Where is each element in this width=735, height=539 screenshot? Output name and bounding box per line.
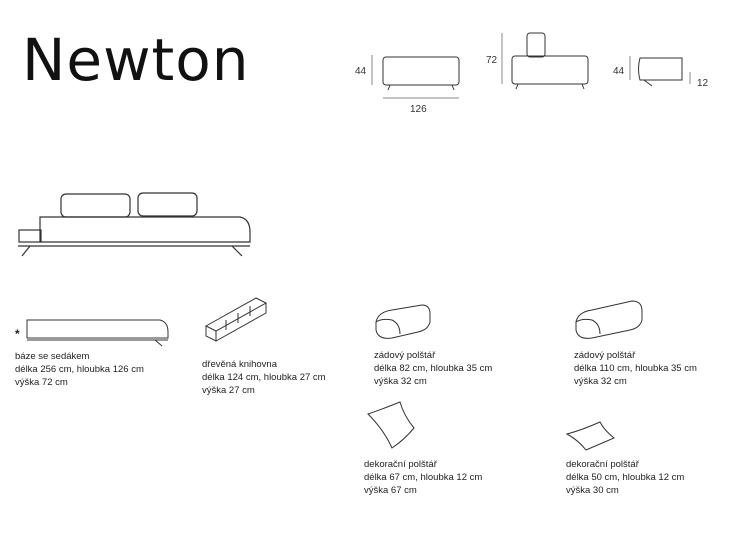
item-height: výška 72 cm [15, 377, 68, 388]
item-wooden-bookcase: dřevěná knihovna délka 124 cm, hloubka 2… [202, 358, 326, 397]
item-name: báze se sedákem [15, 351, 90, 362]
back-height-label: 72 [486, 55, 498, 66]
side-view-drawing [629, 56, 691, 87]
item-decorative-pillow-large: dekorační polštář délka 67 cm, hloubka 1… [364, 458, 482, 497]
item-height: výška 30 cm [566, 485, 619, 496]
decorative-pillow-small-drawing [565, 421, 615, 451]
item-back-cushion-small: zádový polštář délka 82 cm, hloubka 35 c… [374, 349, 492, 388]
side-base-label: 12 [697, 78, 709, 89]
item-name: zádový polštář [374, 350, 436, 361]
item-mark: * [15, 327, 20, 341]
item-name: dekorační polštář [566, 459, 639, 470]
front-length-label: 126 [410, 104, 427, 115]
sofa-overview-drawing [18, 192, 251, 257]
item-height: výška 27 cm [202, 385, 255, 396]
item-size: délka 256 cm, hloubka 126 cm [15, 364, 144, 375]
back-cushion-small-drawing [375, 304, 431, 339]
back-cushion-large-drawing [575, 300, 643, 339]
item-name: zádový polštář [574, 350, 636, 361]
item-height: výška 67 cm [364, 485, 417, 496]
item-size: délka 50 cm, hloubka 12 cm [566, 472, 685, 483]
item-size: délka 110 cm, hloubka 35 cm [574, 363, 697, 374]
item-size: délka 82 cm, hloubka 35 cm [374, 363, 493, 374]
item-height: výška 32 cm [374, 376, 427, 387]
item-decorative-pillow-small: dekorační polštář délka 50 cm, hloubka 1… [566, 458, 684, 497]
page-title: Newton [22, 26, 250, 94]
decorative-pillow-large-drawing [367, 401, 415, 449]
item-back-cushion-large: zádový polštář délka 110 cm, hloubka 35 … [574, 349, 697, 388]
base-seat-drawing [26, 319, 169, 347]
item-height: výška 32 cm [574, 376, 627, 387]
item-size: délka 124 cm, hloubka 27 cm [202, 372, 326, 383]
item-base-seat: * báze se sedákem délka 256 cm, hloubka … [15, 328, 144, 389]
wooden-bookcase-drawing [204, 297, 268, 342]
side-height-label: 44 [613, 66, 625, 77]
item-size: délka 67 cm, hloubka 12 cm [364, 472, 483, 483]
item-name: dekorační polštář [364, 459, 437, 470]
front-height-label: 44 [355, 66, 367, 77]
back-view-drawing [501, 32, 589, 90]
item-name: dřevěná knihovna [202, 359, 277, 370]
front-view-drawing [371, 55, 460, 99]
